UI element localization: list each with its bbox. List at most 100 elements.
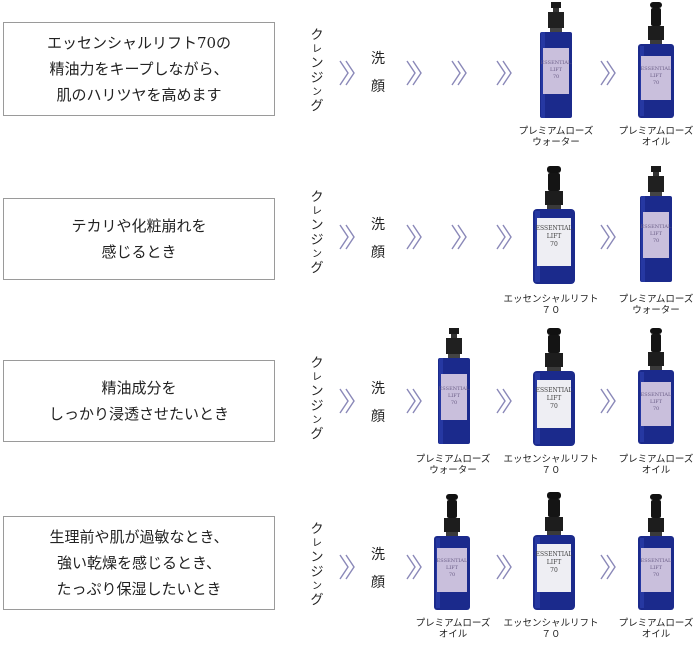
situation-box: 生理前や肌が過敏なとき、 強い乾燥を感じるとき、 たっぷり保湿したいとき <box>3 516 275 610</box>
double-chevron-icon <box>339 388 355 414</box>
svg-text:70: 70 <box>553 74 559 80</box>
svg-text:LIFT: LIFT <box>650 399 663 405</box>
dropper-bottle-icon: ESSENTIAL LIFT 70 <box>533 328 575 446</box>
svg-text:LIFT: LIFT <box>650 231 663 237</box>
dropper-bottle-icon: ESSENTIAL LIFT 70 <box>434 494 470 610</box>
svg-text:70: 70 <box>451 400 457 406</box>
situation-box: テカリや化粧崩れを 感じるとき <box>3 198 275 280</box>
svg-text:ESSENTIAL: ESSENTIAL <box>641 558 672 564</box>
svg-text:LIFT: LIFT <box>547 559 562 566</box>
product-rose-oil: ESSENTIAL LIFT 70 <box>404 494 500 612</box>
double-chevron-icon <box>406 554 422 580</box>
svg-text:70: 70 <box>653 238 659 244</box>
svg-text:ESSENTIAL: ESSENTIAL <box>536 225 573 232</box>
dropper-bottle-icon: ESSENTIAL LIFT 70 <box>638 2 674 118</box>
svg-text:70: 70 <box>550 241 558 248</box>
svg-text:LIFT: LIFT <box>550 67 563 73</box>
product-essential-lift: ESSENTIAL LIFT 70 <box>506 166 602 286</box>
spray-bottle-icon: ESSENTIAL LIFT 70 <box>540 2 572 118</box>
situation-line: 肌のハリツヤを高めます <box>56 86 222 104</box>
svg-text:ESSENTIAL: ESSENTIAL <box>536 551 573 558</box>
double-chevron-icon <box>600 554 616 580</box>
dropper-bottle-icon: ESSENTIAL LIFT 70 <box>638 494 674 610</box>
double-chevron-icon <box>496 224 512 250</box>
double-chevron-icon <box>451 224 467 250</box>
svg-text:70: 70 <box>653 406 659 412</box>
svg-text:LIFT: LIFT <box>547 395 562 402</box>
product-caption: プレミアムローズウォーター <box>518 126 594 148</box>
cleansing-label: クレンジング <box>310 190 324 276</box>
product-caption: プレミアムローズオイル <box>618 454 694 476</box>
spray-bottle-icon: ESSENTIAL LIFT 70 <box>640 166 672 282</box>
double-chevron-icon <box>496 60 512 86</box>
situation-line: 強い乾燥を感じるとき、 <box>57 554 221 572</box>
svg-text:70: 70 <box>449 572 455 578</box>
double-chevron-icon <box>496 554 512 580</box>
product-rose-oil: ESSENTIAL LIFT 70 <box>608 494 700 612</box>
product-caption: プレミアムローズオイル <box>618 618 694 640</box>
svg-text:ESSENTIAL: ESSENTIAL <box>536 387 573 394</box>
cleansing-label: クレンジング <box>310 522 324 608</box>
routine-row-2: テカリや化粧崩れを 感じるとき クレンジング 洗顔 ESSENTIAL LIFT… <box>0 162 700 316</box>
product-rose-oil: ESSENTIAL LIFT 70 <box>608 328 700 446</box>
routine-row-1: エッセンシャルリフト70の 精油力をキープしながら、 肌のハリツヤを高めます ク… <box>0 0 700 150</box>
double-chevron-icon <box>339 224 355 250</box>
situation-line: 感じるとき <box>101 243 177 261</box>
double-chevron-icon <box>496 388 512 414</box>
wash-label: 洗顔 <box>371 217 385 261</box>
product-caption: プレミアムローズオイル <box>415 618 491 640</box>
svg-text:ESSENTIAL: ESSENTIAL <box>641 392 672 398</box>
situation-line: しっかり浸透させたいとき <box>48 405 229 423</box>
svg-text:70: 70 <box>653 80 659 86</box>
svg-text:LIFT: LIFT <box>650 73 663 79</box>
double-chevron-icon <box>600 60 616 86</box>
double-chevron-icon <box>406 60 422 86</box>
product-caption: プレミアムローズウォーター <box>618 294 694 316</box>
product-rose-water: ESSENTIAL LIFT 70 <box>608 166 700 284</box>
svg-text:70: 70 <box>550 567 558 574</box>
svg-text:70: 70 <box>653 572 659 578</box>
svg-text:LIFT: LIFT <box>650 565 663 571</box>
spray-bottle-icon: ESSENTIAL LIFT 70 <box>438 328 470 444</box>
wash-label: 洗顔 <box>371 51 385 95</box>
product-rose-water: ESSENTIAL LIFT 70 <box>508 2 604 120</box>
product-caption: プレミアムローズオイル <box>618 126 694 148</box>
double-chevron-icon <box>339 554 355 580</box>
product-essential-lift: ESSENTIAL LIFT 70 <box>506 492 602 612</box>
product-essential-lift: ESSENTIAL LIFT 70 <box>506 328 602 448</box>
situation-box: 精油成分を しっかり浸透させたいとき <box>3 360 275 442</box>
situation-line: エッセンシャルリフト70の <box>46 34 232 52</box>
situation-line: たっぷり保湿したいとき <box>56 580 222 598</box>
routine-row-3: 精油成分を しっかり浸透させたいとき クレンジング 洗顔 ESSENTIAL L… <box>0 326 700 476</box>
situation-line: 精油力をキープしながら、 <box>49 60 229 78</box>
cleansing-label: クレンジング <box>310 356 324 442</box>
svg-text:70: 70 <box>550 403 558 410</box>
double-chevron-icon <box>451 60 467 86</box>
svg-text:ESSENTIAL: ESSENTIAL <box>437 558 468 564</box>
cleansing-label: クレンジング <box>310 28 324 114</box>
product-rose-water: ESSENTIAL LIFT 70 <box>406 328 502 446</box>
svg-text:ESSENTIAL: ESSENTIAL <box>641 224 672 230</box>
svg-text:ESSENTIAL: ESSENTIAL <box>641 66 672 72</box>
double-chevron-icon <box>339 60 355 86</box>
double-chevron-icon <box>406 224 422 250</box>
situation-line: テカリや化粧崩れを <box>71 217 207 235</box>
double-chevron-icon <box>600 388 616 414</box>
situation-line: 生理前や肌が過敏なとき、 <box>49 528 229 546</box>
wash-label: 洗顔 <box>371 381 385 425</box>
svg-text:ESSENTIAL: ESSENTIAL <box>541 60 572 66</box>
product-caption: プレミアムローズウォーター <box>415 454 491 476</box>
dropper-bottle-icon: ESSENTIAL LIFT 70 <box>533 492 575 610</box>
wash-label: 洗顔 <box>371 547 385 591</box>
double-chevron-icon <box>406 388 422 414</box>
svg-text:LIFT: LIFT <box>446 565 459 571</box>
svg-text:ESSENTIAL: ESSENTIAL <box>439 386 470 392</box>
double-chevron-icon <box>600 224 616 250</box>
dropper-bottle-icon: ESSENTIAL LIFT 70 <box>533 166 575 284</box>
svg-text:LIFT: LIFT <box>547 233 562 240</box>
product-rose-oil: ESSENTIAL LIFT 70 <box>608 2 700 120</box>
svg-text:LIFT: LIFT <box>448 393 461 399</box>
